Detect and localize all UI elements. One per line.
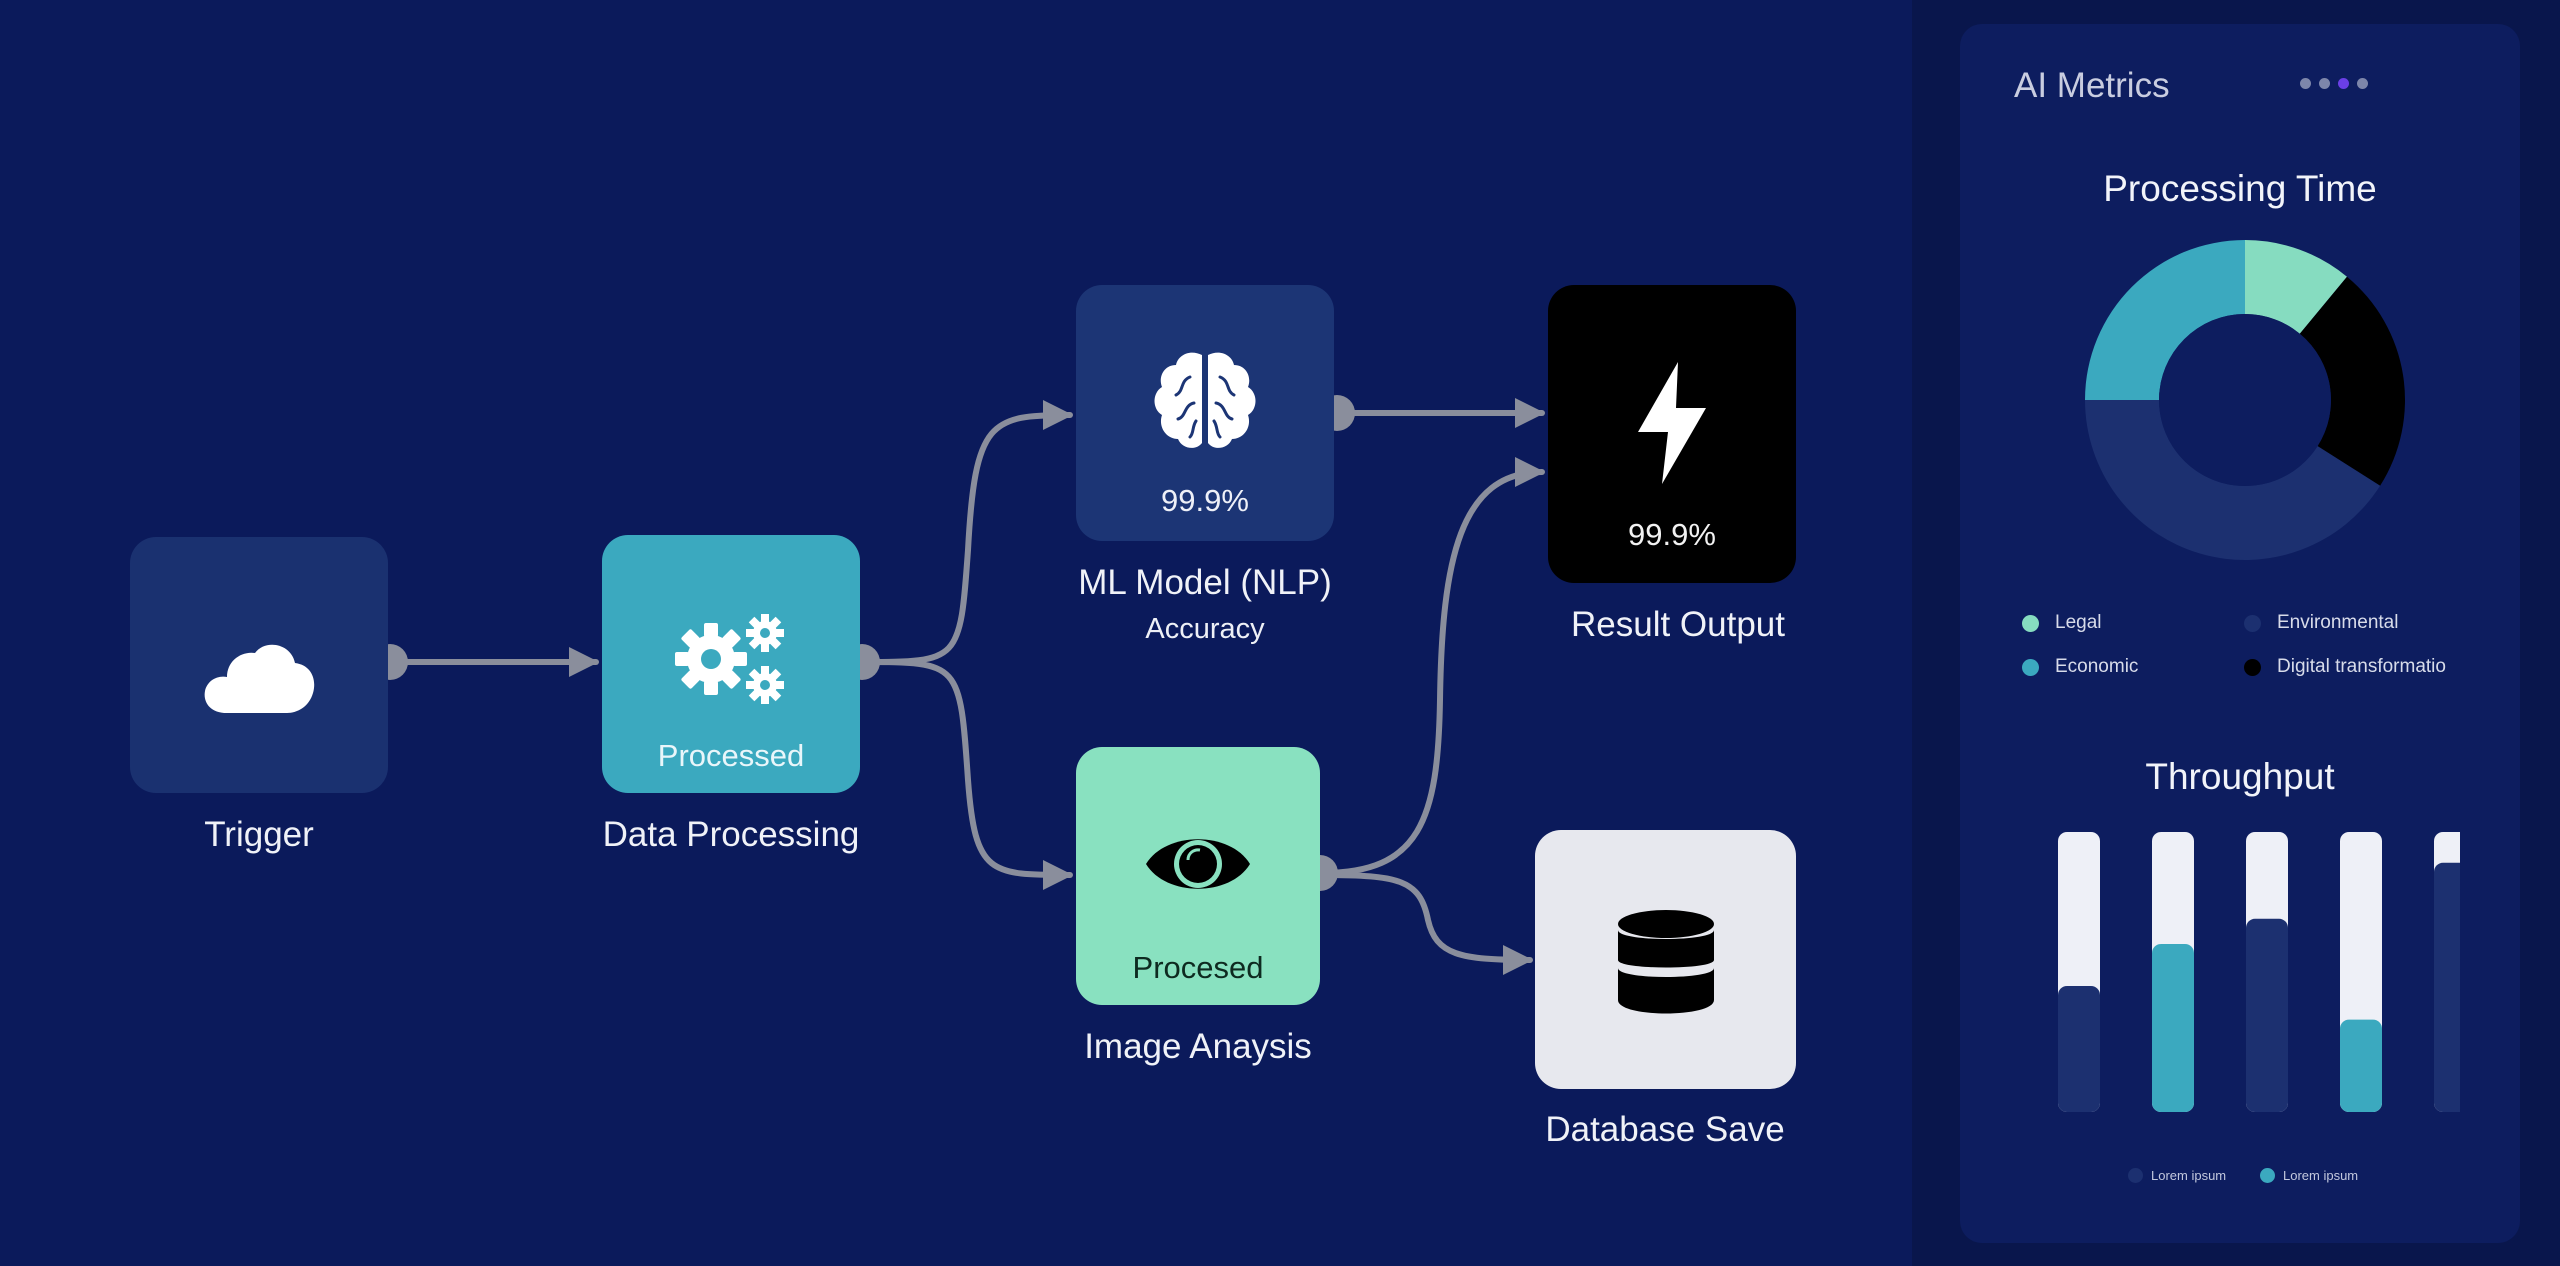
throughput-bar-5 <box>2434 862 2460 1112</box>
legend-item-legal: Legal <box>2022 612 2102 634</box>
legend-item-environmental: Environmental <box>2244 612 2398 634</box>
pager-dot-3[interactable] <box>2338 78 2349 89</box>
cloud-icon <box>204 644 315 713</box>
node-result-output-metric: 99.9% <box>1628 517 1716 552</box>
node-data-processing-label: Data Processing <box>602 815 860 854</box>
legend-label: Digital transformatio <box>2277 656 2446 677</box>
database-icon <box>1617 910 1714 1014</box>
pager-dots[interactable] <box>2300 78 2368 89</box>
node-database-save[interactable] <box>1535 830 1796 1089</box>
pager-dot-1[interactable] <box>2300 78 2311 89</box>
legend-label: Economic <box>2055 656 2139 677</box>
node-ml-model-sublabel: Accuracy <box>1145 613 1265 645</box>
node-database-save-label: Database Save <box>1545 1110 1785 1149</box>
node-data-processing[interactable]: Processed <box>602 535 860 793</box>
donut-slice-economic <box>2085 240 2245 400</box>
legend-swatch <box>2022 614 2039 632</box>
donut-slice-environmental <box>2085 400 2381 560</box>
node-data-processing-status: Processed <box>657 738 805 773</box>
throughput-bar-2 <box>2152 944 2194 1112</box>
edge-image-analysis-to-database-save <box>1319 872 1533 975</box>
legend-swatch <box>2260 1168 2275 1183</box>
edge-image-analysis-to-result-output <box>1319 457 1545 876</box>
throughput-legend-item-2: Lorem ipsum <box>2260 1168 2358 1183</box>
node-image-analysis[interactable]: Procesed <box>1076 747 1320 1005</box>
legend-swatch <box>2244 658 2261 676</box>
throughput-bar-1 <box>2058 986 2100 1112</box>
legend-label: Lorem ipsum <box>2283 1168 2359 1183</box>
node-trigger[interactable] <box>130 537 388 793</box>
pager-dot-2[interactable] <box>2319 78 2330 89</box>
legend-label: Lorem ipsum <box>2151 1168 2227 1183</box>
node-ml-model-metric: 99.9% <box>1161 483 1249 518</box>
legend-label: Legal <box>2055 612 2102 633</box>
legend-swatch <box>2022 658 2039 676</box>
node-result-output-label: Result Output <box>1571 605 1785 644</box>
legend-item-digital-transformation: Digital transformatio <box>2244 656 2446 678</box>
lightning-icon <box>1638 362 1706 484</box>
throughput-title: Throughput <box>2145 756 2335 797</box>
legend-swatch <box>2244 614 2261 632</box>
edge-data-processing-to-image-analysis <box>859 659 1073 890</box>
node-result-output[interactable]: 99.9% <box>1548 285 1796 583</box>
throughput-bar-4 <box>2340 1019 2382 1112</box>
throughput-legend-item-1: Lorem ipsum <box>2128 1168 2226 1183</box>
processing-time-title: Processing Time <box>2103 168 2377 209</box>
legend-item-economic: Economic <box>2022 656 2138 678</box>
pager-dot-4[interactable] <box>2357 78 2368 89</box>
donut-slice-digital-transformatio <box>2299 276 2405 486</box>
node-ml-model-label: ML Model (NLP) <box>1078 563 1332 602</box>
gears-icon <box>675 614 784 704</box>
throughput-bar-3 <box>2246 918 2288 1112</box>
donut-hole <box>2159 314 2331 486</box>
edge-data-processing-to-ml-model <box>859 400 1073 665</box>
eye-icon <box>1146 839 1250 889</box>
node-ml-model[interactable]: 99.9% <box>1076 285 1334 541</box>
donut-slice-legal <box>2245 240 2347 334</box>
throughput-bar-chart <box>2058 832 2460 1112</box>
panel-title: AI Metrics <box>2014 66 2170 105</box>
brain-icon <box>1154 352 1256 448</box>
node-trigger-label: Trigger <box>204 815 314 854</box>
processing-time-donut <box>2085 240 2405 560</box>
node-image-analysis-label: Image Anaysis <box>1084 1027 1312 1066</box>
legend-swatch <box>2128 1168 2143 1183</box>
metrics-panel <box>1960 24 2520 1243</box>
legend-label: Environmental <box>2277 612 2399 633</box>
node-image-analysis-status: Procesed <box>1132 950 1264 985</box>
